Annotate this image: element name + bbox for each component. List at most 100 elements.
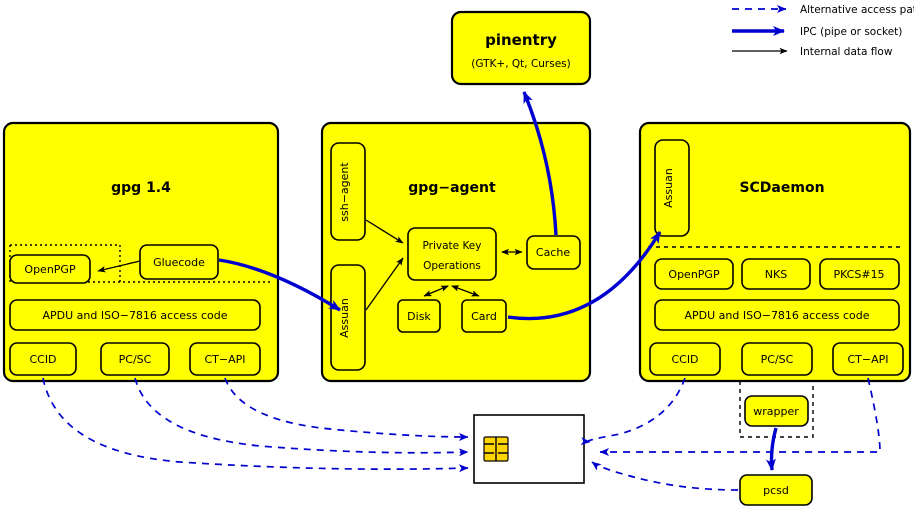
alt-path-pcsd-to-card: [591, 461, 739, 491]
gpg-driver-ctapi-shape: [189, 342, 261, 376]
alt-access-paths: [42, 377, 881, 491]
agent-disk-label: Disk: [407, 310, 431, 323]
arrow-gluecode-to-openpgp: [97, 260, 141, 273]
gpg-openpgp-shape: [9, 254, 91, 284]
agent-assuan-label: Assuan: [338, 298, 351, 338]
panel-scdaemon-title: SCDaemon: [739, 180, 824, 196]
scd-app-nks[interactable]: NKS: [741, 258, 811, 290]
panel-scdaemon[interactable]: SCDaemon Assuan OpenPGP NKS PKCS#15 APDU…: [638, 121, 912, 383]
gpg-apdu-label: APDU and ISO−7816 access code: [42, 309, 227, 322]
gpg-driver-ctapi-label: CT−API: [204, 353, 245, 366]
scd-driver-ccid-shape: [649, 342, 721, 376]
gpg-openpgp-box[interactable]: OpenPGP: [9, 254, 91, 284]
agent-assuan-shape: [330, 264, 366, 371]
agent-disk-shape: [397, 299, 441, 333]
scd-app-nks-shape: [741, 258, 811, 290]
arrow-assuan-to-pko: [365, 257, 404, 311]
legend-item-alt-paths: Alternative access paths: [732, 4, 914, 16]
agent-disk-box[interactable]: Disk: [397, 299, 441, 333]
scd-app-openpgp[interactable]: OpenPGP: [654, 258, 734, 290]
alt-path-gpg-pcsc-to-card: [134, 377, 469, 457]
gpg-openpgp-label: OpenPGP: [24, 263, 76, 276]
agent-ssh-agent-label: ssh−agent: [338, 162, 351, 222]
gpg-driver-ctapi[interactable]: CT−API: [189, 342, 261, 376]
gpg-gluecode-label: Gluecode: [153, 256, 205, 269]
smartcard-chip-icon: [483, 436, 509, 462]
wrapper-box[interactable]: wrapper: [739, 381, 814, 438]
scd-driver-pcsc[interactable]: PC/SC: [741, 342, 813, 376]
agent-cache-shape: [526, 235, 581, 270]
smartcard[interactable]: [473, 414, 585, 484]
scd-assuan-box[interactable]: Assuan: [654, 139, 690, 237]
pcsd-box[interactable]: pcsd: [739, 474, 813, 506]
scd-driver-pcsc-label: PC/SC: [761, 353, 794, 366]
gpg-apdu-box[interactable]: APDU and ISO−7816 access code: [9, 299, 261, 331]
pinentry-title: pinentry: [485, 31, 557, 49]
agent-ssh-agent-box[interactable]: ssh−agent: [330, 142, 366, 241]
agent-private-key-ops-box[interactable]: Private Key Operations: [407, 227, 497, 281]
alt-path-gpg-ctapi-to-card: [224, 377, 469, 441]
ipc-agent-to-pinentry: [522, 91, 558, 236]
alt-path-scd-ccid-to-card: [580, 377, 686, 446]
gpg-driver-pcsc[interactable]: PC/SC: [100, 342, 170, 376]
scd-apdu-box[interactable]: APDU and ISO−7816 access code: [654, 299, 900, 331]
gpg-driver-pcsc-shape: [100, 342, 170, 376]
ipc-gpg-to-agent: [218, 258, 341, 312]
legend-item-ipc: IPC (pipe or socket): [732, 26, 902, 38]
scd-assuan-shape: [654, 139, 690, 237]
scd-driver-ccid-label: CCID: [671, 353, 698, 366]
agent-private-key-ops-label-1: Private Key: [423, 240, 482, 252]
scd-apdu-shape: [654, 299, 900, 331]
gpg-driver-ccid[interactable]: CCID: [9, 342, 77, 376]
wrapper-dashed-enclosure: [739, 381, 814, 438]
scd-app-openpgp-label: OpenPGP: [668, 268, 720, 281]
agent-cache-label: Cache: [536, 246, 570, 259]
scd-app-openpgp-shape: [654, 258, 734, 290]
agent-card-label: Card: [471, 310, 497, 323]
scd-driver-pcsc-shape: [741, 342, 813, 376]
agent-cache-box[interactable]: Cache: [526, 235, 581, 270]
ipc-connections: [218, 91, 778, 471]
panel-gpg14[interactable]: gpg 1.4 OpenPGP Gluecode APDU and ISO−78…: [2, 121, 280, 383]
agent-private-key-ops-label-2: Operations: [423, 260, 481, 272]
pinentry-box-shape: [450, 10, 592, 86]
wrapper-label: wrapper: [753, 405, 799, 418]
legend: Alternative access paths IPC (pipe or so…: [732, 4, 914, 58]
scd-apdu-label: APDU and ISO−7816 access code: [684, 309, 869, 322]
agent-assuan-box[interactable]: Assuan: [330, 264, 366, 371]
gpg-dotted-region: [10, 244, 272, 283]
gpg-gluecode-shape: [139, 244, 219, 280]
legend-label-ipc: IPC (pipe or socket): [800, 26, 902, 38]
panel-gpg-agent-title: gpg−agent: [408, 180, 496, 196]
scd-driver-ctapi-shape: [832, 342, 904, 376]
arrow-pko-disk: [423, 285, 449, 297]
scd-driver-ctapi-label: CT−API: [847, 353, 888, 366]
scd-assuan-label: Assuan: [662, 168, 675, 208]
pinentry-subtitle: (GTK+, Qt, Curses): [471, 58, 571, 70]
legend-item-internal-flow: Internal data flow: [732, 46, 893, 58]
gpg-gluecode-box[interactable]: Gluecode: [139, 244, 219, 280]
panel-gpg14-title: gpg 1.4: [111, 180, 171, 196]
agent-card-box[interactable]: Card: [461, 299, 507, 333]
scd-app-nks-label: NKS: [765, 268, 787, 281]
scd-app-pkcs15[interactable]: PKCS#15: [819, 258, 900, 290]
scd-app-pkcs15-label: PKCS#15: [833, 268, 884, 281]
scd-app-pkcs15-shape: [819, 258, 900, 290]
panel-gpg-agent[interactable]: gpg−agent ssh−agent Assuan Private Key O…: [320, 121, 592, 383]
legend-label-alt-paths: Alternative access paths: [800, 4, 914, 16]
agent-ssh-agent-shape: [330, 142, 366, 241]
arrow-ssh-agent-to-pko: [365, 219, 404, 244]
scd-driver-ccid[interactable]: CCID: [649, 342, 721, 376]
gpg-driver-ccid-shape: [9, 342, 77, 376]
gpg-apdu-shape: [9, 299, 261, 331]
pcsd-shape: [739, 474, 813, 506]
pinentry-box[interactable]: pinentry (GTK+, Qt, Curses): [450, 10, 592, 86]
agent-private-key-ops-shape: [407, 227, 497, 281]
ipc-agent-to-scdaemon: [507, 231, 662, 321]
ipc-wrapper-to-pcsd: [765, 427, 778, 471]
gpg-driver-ccid-label: CCID: [29, 353, 56, 366]
chip-contacts: [484, 437, 508, 461]
scd-driver-ctapi[interactable]: CT−API: [832, 342, 904, 376]
agent-card-shape: [461, 299, 507, 333]
